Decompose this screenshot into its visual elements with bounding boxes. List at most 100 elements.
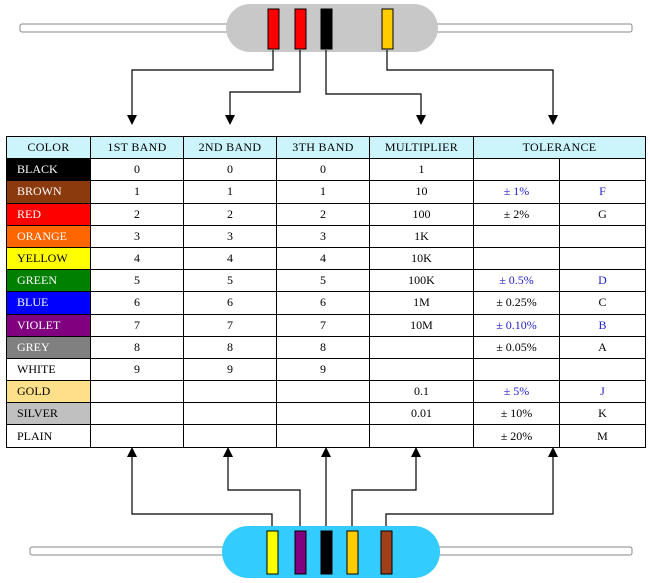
band2-cell: [183, 402, 277, 426]
band1-cell: 0: [90, 158, 184, 182]
arrow-band2-to-2nd-bottom: [223, 447, 301, 528]
band2-cell: 9: [183, 357, 277, 382]
band1-cell: 2: [90, 202, 184, 226]
band2-cell: 2: [183, 202, 277, 226]
tolerance-cell: ± 10%: [473, 402, 560, 426]
table-row: PLAIN± 20%M: [6, 424, 646, 448]
bottom-arrows: [127, 447, 558, 528]
multiplier-cell: 10: [369, 180, 474, 204]
tolerance-code-cell: [559, 357, 646, 382]
color-name-cell: SILVER: [6, 402, 91, 426]
header-2nd-band: 2ND BAND: [183, 135, 277, 160]
band3-cell: 0: [276, 158, 370, 182]
multiplier-cell: 100K: [369, 269, 474, 293]
tolerance-cell: [473, 357, 560, 382]
header-3th-band: 3TH BAND: [276, 135, 370, 160]
multiplier-cell: 0.01: [369, 402, 474, 426]
arrow-band1-to-1st-bottom: [127, 447, 273, 528]
tolerance-cell: ± 20%: [473, 424, 560, 448]
color-name-cell: VIOLET: [6, 313, 91, 337]
table-row: SILVER 0.01± 10%K: [6, 402, 646, 426]
multiplier-cell: 1: [369, 158, 474, 182]
bottom-band-1: [266, 530, 279, 575]
band2-cell: [183, 380, 277, 404]
band3-cell: 8: [276, 335, 370, 359]
tolerance-cell: [473, 224, 560, 248]
multiplier-cell: 100: [369, 202, 474, 226]
arrow-band5-to-tolerance-bottom: [385, 447, 558, 528]
color-name-cell: GOLD: [6, 380, 91, 404]
color-name-cell: YELLOW: [6, 246, 91, 271]
band3-cell: 3: [276, 224, 370, 248]
tolerance-code-cell: [559, 158, 646, 182]
band3-cell: [276, 424, 370, 448]
tolerance-code-cell: G: [559, 202, 646, 226]
color-code-table: COLOR 1ST BAND 2ND BAND 3TH BAND MULTIPL…: [6, 135, 646, 448]
table-header-row: COLOR 1ST BAND 2ND BAND 3TH BAND MULTIPL…: [6, 135, 646, 160]
multiplier-cell: 1M: [369, 291, 474, 315]
header-color: COLOR: [6, 135, 91, 160]
bottom-band-3: [320, 530, 333, 575]
color-name-cell: BLACK: [6, 158, 91, 182]
multiplier-cell: 10M: [369, 313, 474, 337]
arrow-band4-to-multiplier-bottom: [351, 447, 421, 528]
band1-cell: 4: [90, 246, 184, 271]
band3-cell: 9: [276, 357, 370, 382]
top-band-2: [294, 8, 307, 50]
color-name-cell: WHITE: [6, 357, 91, 382]
tolerance-cell: ± 5%: [473, 380, 560, 404]
top-band-1: [267, 8, 280, 50]
band1-cell: 9: [90, 357, 184, 382]
color-name-cell: PLAIN: [6, 424, 91, 448]
band3-cell: 1: [276, 180, 370, 204]
tolerance-code-cell: D: [559, 269, 646, 293]
tolerance-code-cell: B: [559, 313, 646, 337]
band1-cell: [90, 424, 184, 448]
band1-cell: [90, 402, 184, 426]
band1-cell: 1: [90, 180, 184, 204]
band2-cell: 3: [183, 224, 277, 248]
band2-cell: 7: [183, 313, 277, 337]
band2-cell: [183, 424, 277, 448]
header-1st-band: 1ST BAND: [90, 135, 184, 160]
tolerance-cell: ± 0.05%: [473, 335, 560, 359]
multiplier-cell: [369, 357, 474, 382]
multiplier-cell: 0.1: [369, 380, 474, 404]
tolerance-code-cell: F: [559, 180, 646, 204]
arrow-band3-to-multiplier: [325, 50, 426, 125]
bottom-resistor: [29, 526, 633, 578]
color-name-cell: BROWN: [6, 180, 91, 204]
multiplier-cell: 10K: [369, 246, 474, 271]
band1-cell: 7: [90, 313, 184, 337]
band2-cell: 1: [183, 180, 277, 204]
top-arrows: [127, 50, 558, 125]
band2-cell: 6: [183, 291, 277, 315]
band3-cell: [276, 380, 370, 404]
band1-cell: 6: [90, 291, 184, 315]
band2-cell: 5: [183, 269, 277, 293]
band3-cell: 4: [276, 246, 370, 271]
tolerance-cell: [473, 246, 560, 271]
bottom-band-5: [380, 530, 393, 575]
bottom-band-2: [294, 530, 307, 575]
tolerance-code-cell: J: [559, 380, 646, 404]
arrow-band4-to-tolerance: [386, 50, 558, 125]
table-row: GOLD 0.1± 5%J: [6, 380, 646, 404]
tolerance-code-cell: K: [559, 402, 646, 426]
band1-cell: 3: [90, 224, 184, 248]
band3-cell: 2: [276, 202, 370, 226]
header-multiplier: MULTIPLIER: [369, 135, 474, 160]
tolerance-cell: ± 0.10%: [473, 313, 560, 337]
color-name-cell: GREY: [6, 335, 91, 359]
tolerance-cell: ± 1%: [473, 180, 560, 204]
color-name-cell: GREEN: [6, 269, 91, 293]
tolerance-cell: [473, 158, 560, 182]
